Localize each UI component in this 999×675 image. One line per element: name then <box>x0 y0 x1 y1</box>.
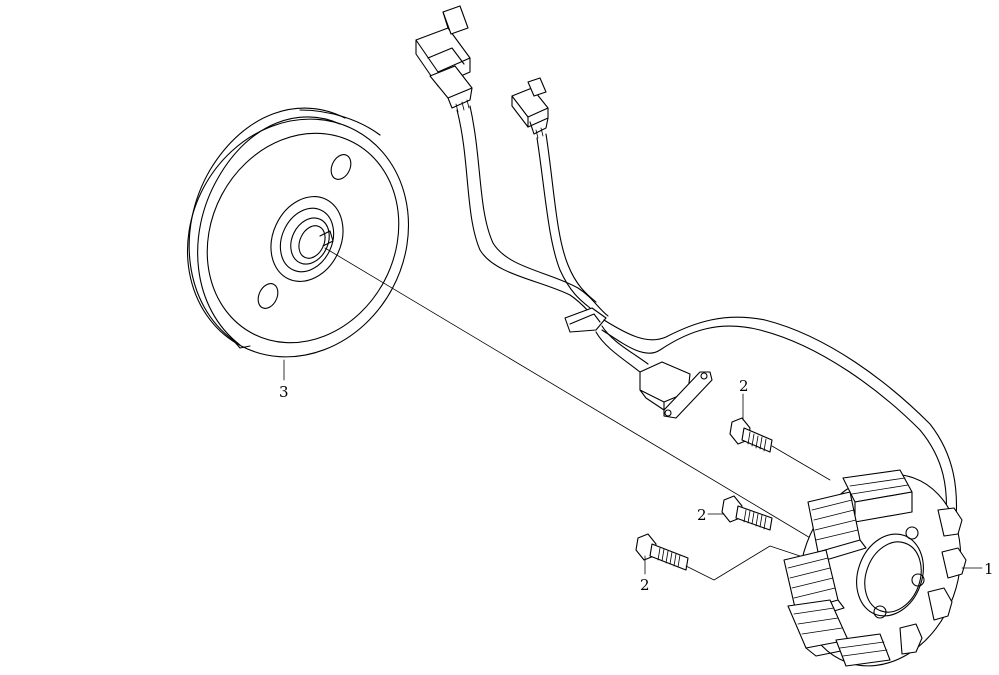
wiring-harness <box>415 5 958 521</box>
bolt-bottom <box>635 533 689 571</box>
callout-2-bottom-label: 2 <box>640 576 650 594</box>
stator-coil <box>835 633 891 667</box>
main-connector <box>415 5 473 113</box>
bolt-bottom-leader <box>685 545 801 581</box>
pickup-sensor <box>639 361 713 419</box>
callout-1-label: 1 <box>984 560 994 578</box>
callout-2-top-label: 2 <box>739 377 749 395</box>
bolt-top <box>729 417 773 453</box>
stator-coil <box>842 469 913 523</box>
stator-coil <box>787 599 857 657</box>
callout-3-label: 3 <box>279 383 289 401</box>
stator-assembly <box>783 469 967 667</box>
bolt-middle <box>721 495 773 531</box>
bolt-top-leader <box>771 445 831 481</box>
callout-2-middle-label: 2 <box>697 506 707 524</box>
flywheel-rotor <box>186 107 410 358</box>
sensor-connector <box>511 77 549 139</box>
alignment-line <box>324 247 823 546</box>
